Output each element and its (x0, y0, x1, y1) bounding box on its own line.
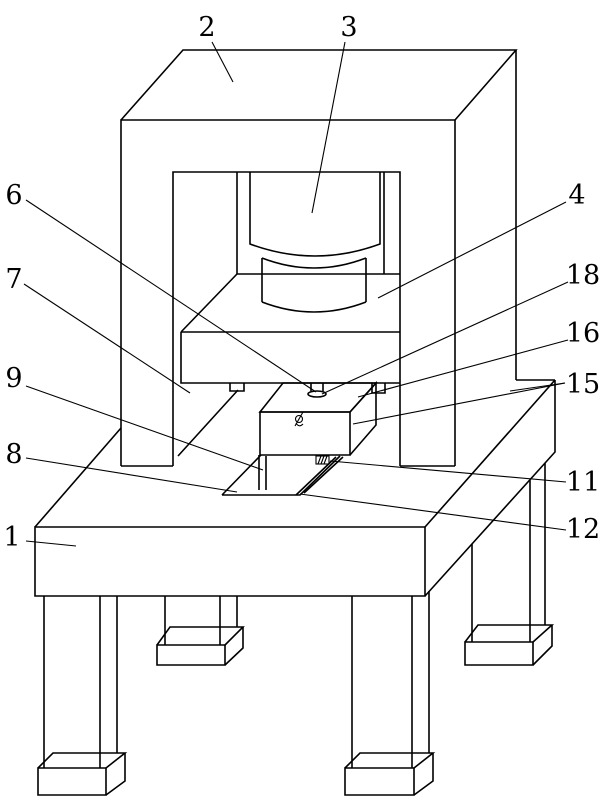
slide-plate-left-guide (229, 383, 245, 392)
punch (307, 383, 327, 398)
callouts: 2 3 6 4 7 18 16 9 15 8 11 1 12 (3, 12, 600, 553)
callout-3: 3 (340, 12, 357, 43)
leg-back-left (164, 596, 238, 645)
cylinder-lower-bottom (261, 301, 367, 313)
callout-11: 11 (566, 467, 600, 498)
callout-8: 8 (5, 439, 22, 470)
leader-2 (211, 41, 234, 83)
frame-left-column-inner-base (177, 389, 239, 457)
punch-tip (307, 390, 327, 398)
foot-back-left (156, 626, 245, 666)
foot-front-left (37, 752, 128, 796)
leg-front-left (43, 596, 118, 768)
leader-8 (25, 457, 238, 493)
leg-front-right (351, 591, 430, 768)
table-front-face (34, 526, 426, 597)
leader-16 (357, 339, 569, 398)
legs (43, 463, 546, 768)
screw-mark (294, 411, 304, 427)
leader-lines (23, 41, 569, 547)
table (34, 379, 556, 597)
frame (120, 49, 518, 467)
leader-3 (311, 41, 346, 214)
leader-18 (321, 281, 569, 395)
callout-7: 7 (5, 264, 22, 295)
leader-15b (509, 382, 566, 392)
leader-1 (25, 540, 77, 547)
leader-9 (25, 385, 264, 471)
cylinder-lower-sides (261, 258, 367, 302)
callout-1: 1 (3, 522, 20, 553)
foot-back-right (464, 624, 555, 666)
feet (37, 624, 555, 796)
callout-6: 6 (5, 180, 22, 211)
leader-6 (25, 199, 317, 393)
slide-plate-top-face (180, 273, 400, 333)
cylinder-lower-top (261, 257, 367, 269)
lower-die-front-face (259, 411, 351, 456)
leader-4 (377, 201, 567, 299)
cylinder (249, 172, 381, 313)
lower-die (258, 380, 378, 456)
lower-die-right-face (349, 380, 377, 456)
table-right-face (424, 380, 556, 597)
leader-11 (329, 460, 567, 483)
slot-outline (221, 454, 341, 496)
callout-9: 9 (5, 363, 22, 394)
callout-4: 4 (568, 180, 585, 211)
callout-12: 12 (566, 514, 600, 545)
leader-15a (352, 382, 566, 425)
callout-18: 18 (566, 260, 600, 291)
cylinder-upper-body (249, 172, 381, 257)
frame-inner-opening (172, 171, 401, 466)
guide-plate (258, 455, 267, 490)
leader-12 (299, 493, 567, 531)
callout-15: 15 (566, 369, 600, 400)
rail-screw (315, 455, 330, 465)
punch-body (310, 383, 324, 391)
table-top-left-edge (34, 427, 122, 528)
frame-front-outer (120, 119, 456, 466)
callout-2: 2 (198, 12, 215, 43)
callout-16: 16 (566, 318, 600, 349)
slot (221, 454, 344, 496)
frame-top-face (120, 49, 518, 121)
table-top-right-edge (424, 379, 556, 528)
leader-7 (23, 283, 191, 394)
leg-back-right (471, 463, 546, 642)
foot-front-right (344, 752, 436, 796)
